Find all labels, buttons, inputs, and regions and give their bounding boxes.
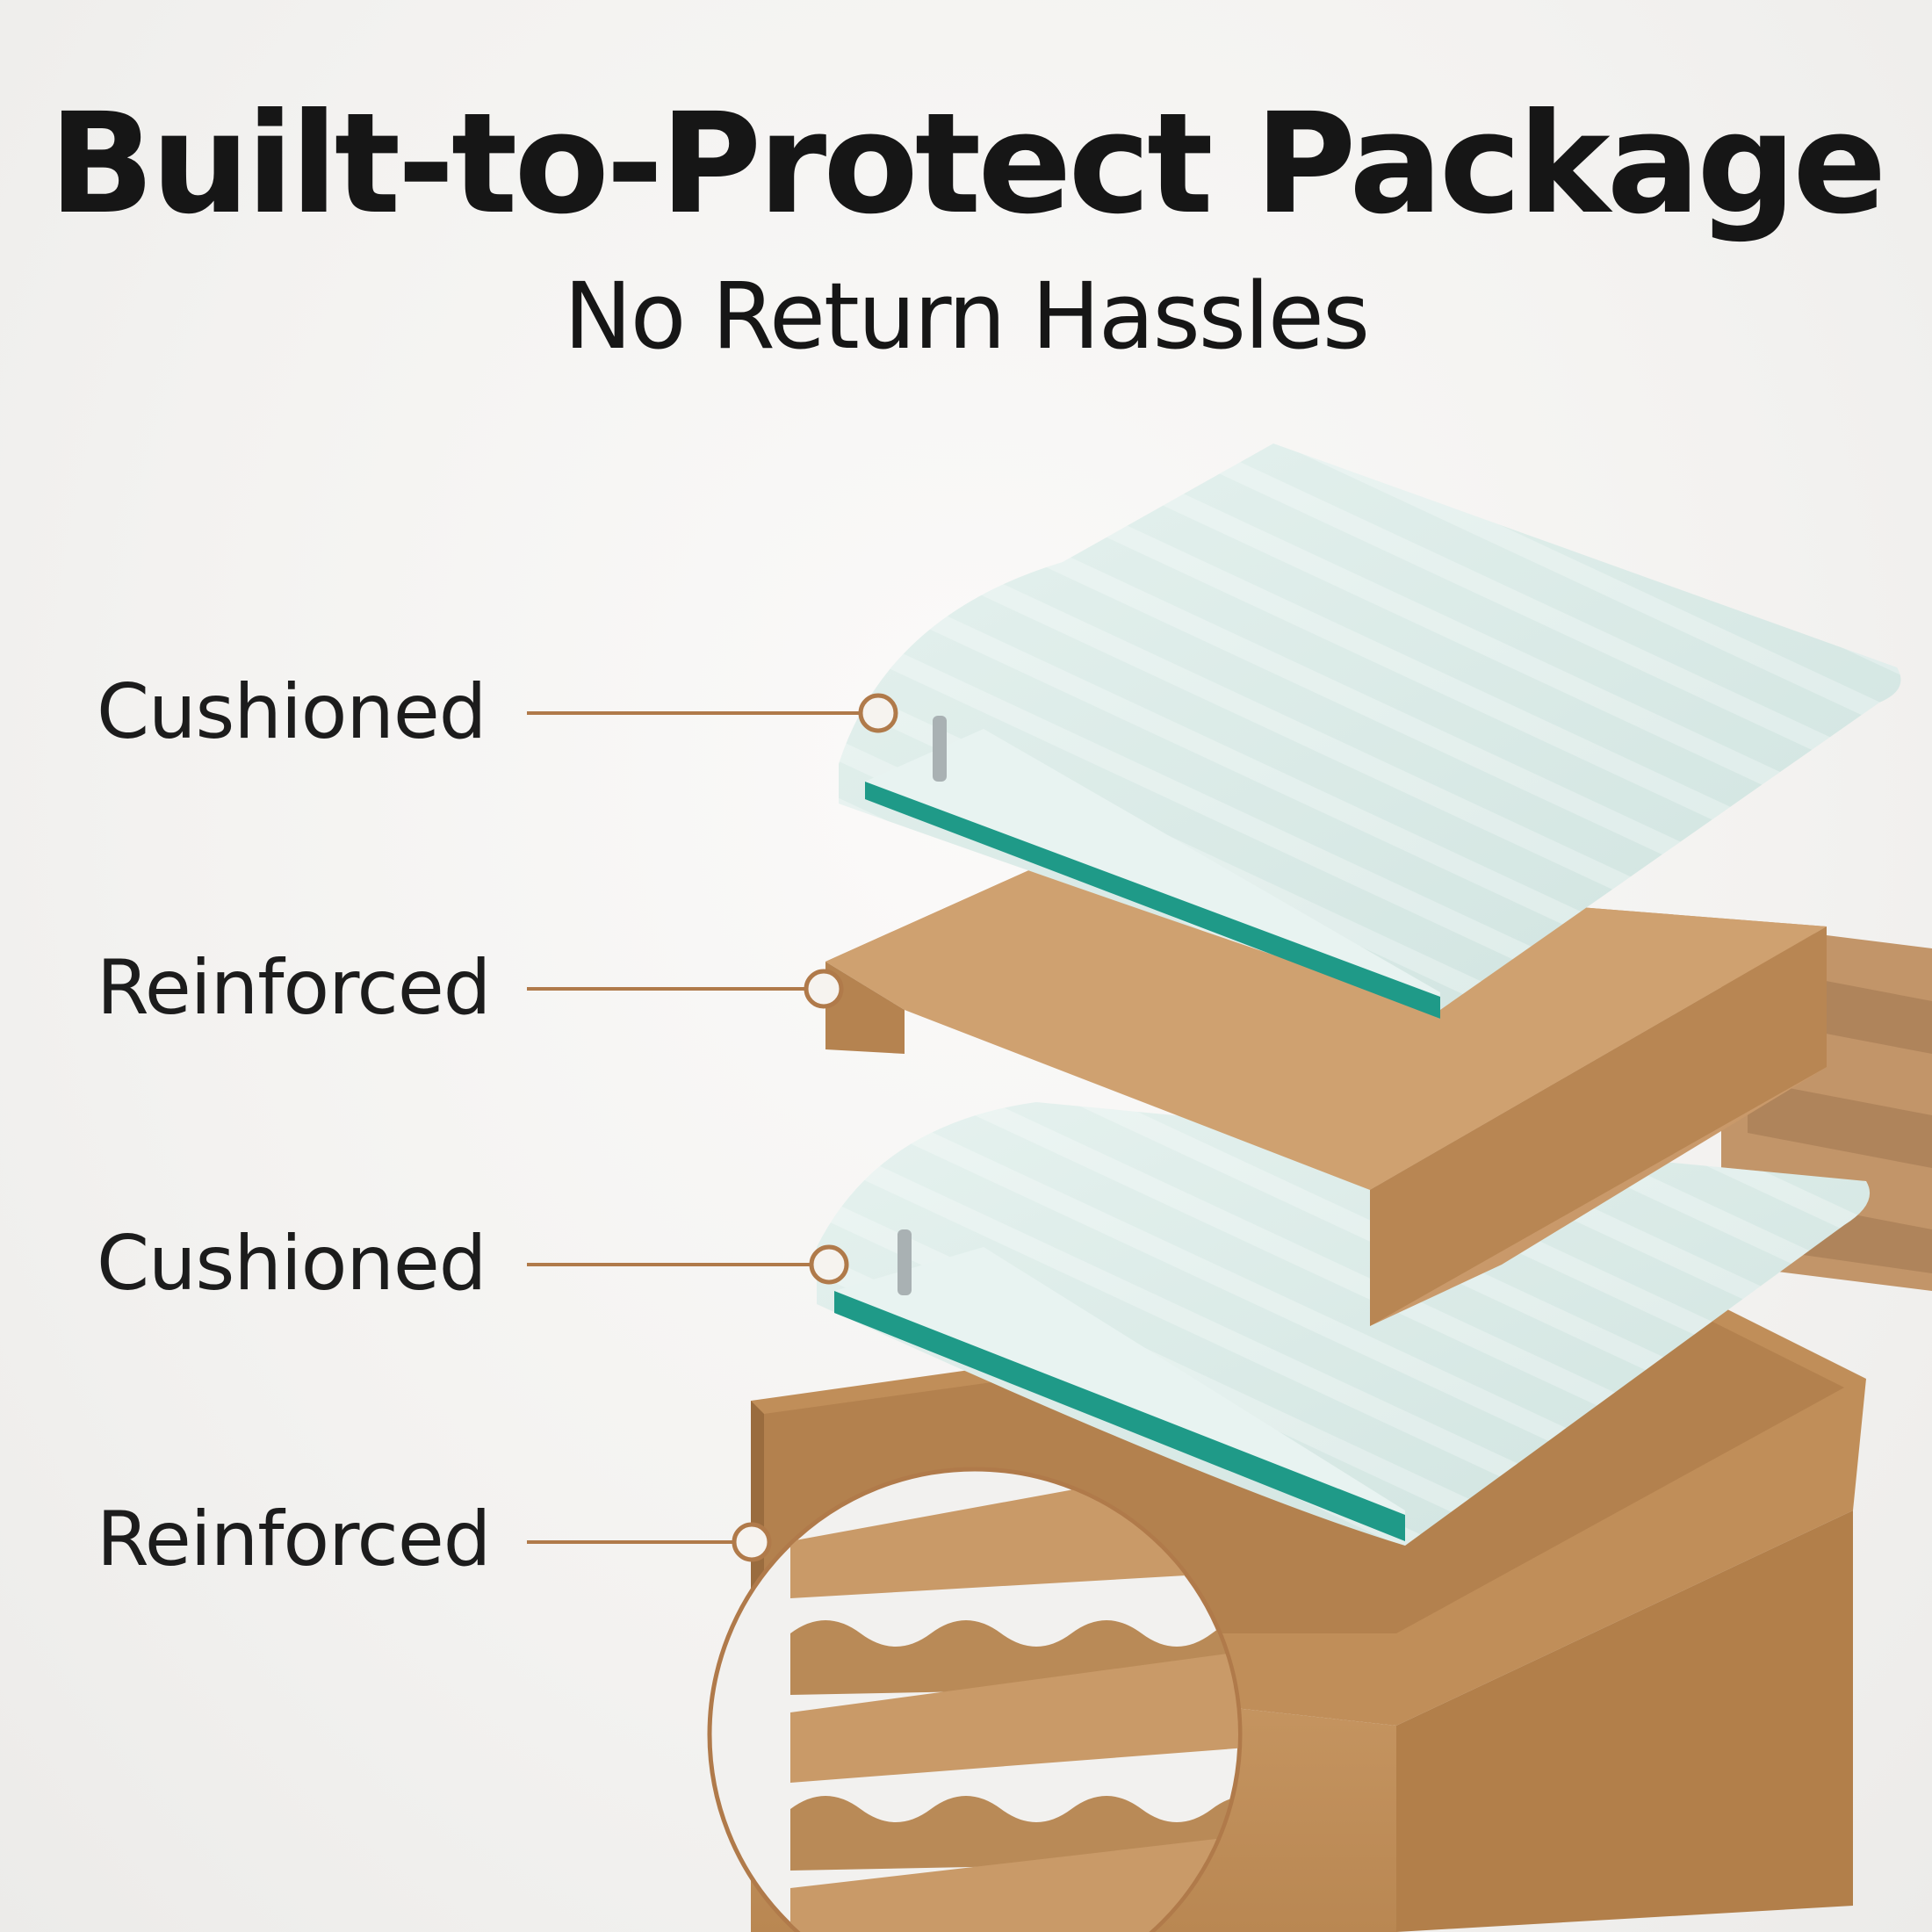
callout-label-cushioned-top: Cushioned [97, 668, 487, 756]
corrugated-detail-circle [707, 1467, 1243, 1932]
page-title: Built-to-Protect Package [48, 83, 1887, 245]
callout-connectors [527, 693, 898, 1562]
callout-label-reinforced-top: Reinforced [97, 944, 491, 1032]
page-subtitle: No Return Hassles [563, 263, 1370, 370]
callout-label-reinforced-bottom: Reinforced [97, 1496, 491, 1583]
callout-marker [809, 1244, 849, 1285]
cardboard-sleeve [825, 865, 1827, 1326]
callout-label-cushioned-bottom: Cushioned [97, 1220, 487, 1308]
callout-marker [732, 1522, 772, 1562]
foam-pouch-bottom [817, 1102, 1871, 1546]
foam-pouch-top [839, 443, 1901, 1019]
callout-marker [804, 969, 844, 1009]
callout-marker [858, 693, 898, 733]
